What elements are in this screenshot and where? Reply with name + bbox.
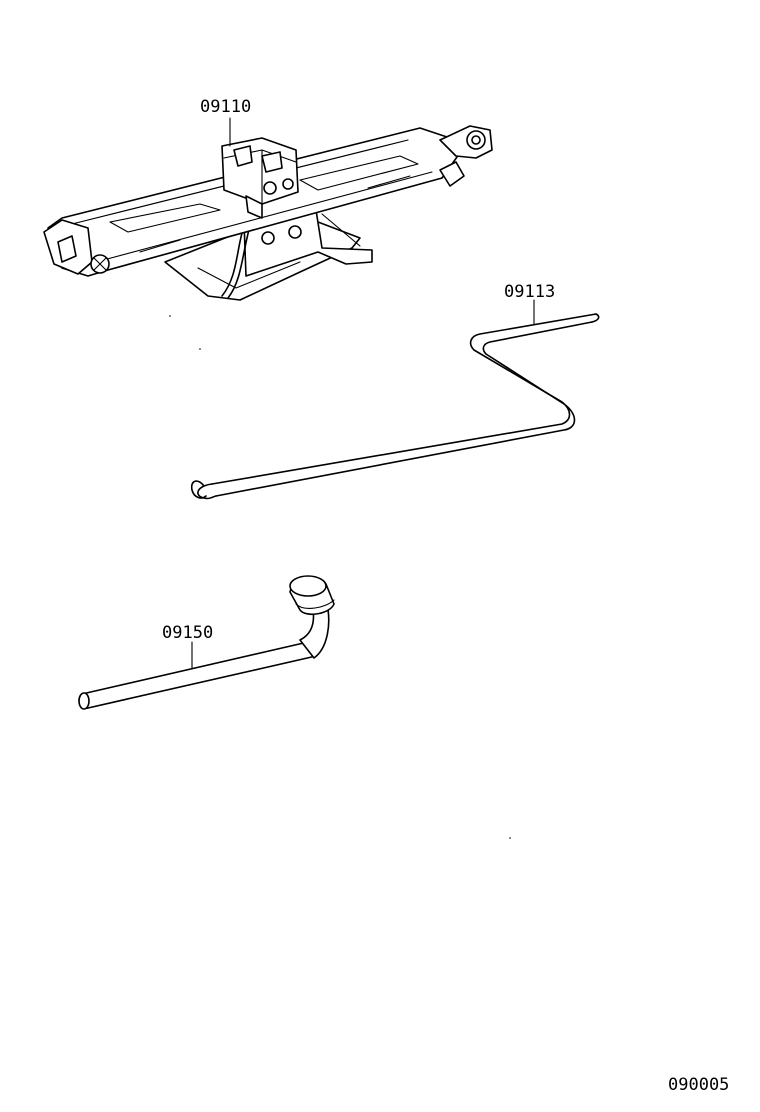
part-label-09113[interactable]: 09113 — [504, 282, 555, 302]
scan-speck — [199, 348, 201, 350]
scissor-jack-icon[interactable] — [43, 125, 493, 301]
diagram-code: 090005 — [668, 1075, 729, 1095]
scan-speck — [509, 837, 511, 839]
part-label-09110[interactable]: 09110 — [200, 97, 251, 117]
part-label-09150[interactable]: 09150 — [162, 623, 213, 643]
jack-handle-icon[interactable] — [190, 313, 600, 500]
lug-wrench-icon[interactable] — [78, 575, 335, 710]
scan-speck — [169, 315, 171, 317]
